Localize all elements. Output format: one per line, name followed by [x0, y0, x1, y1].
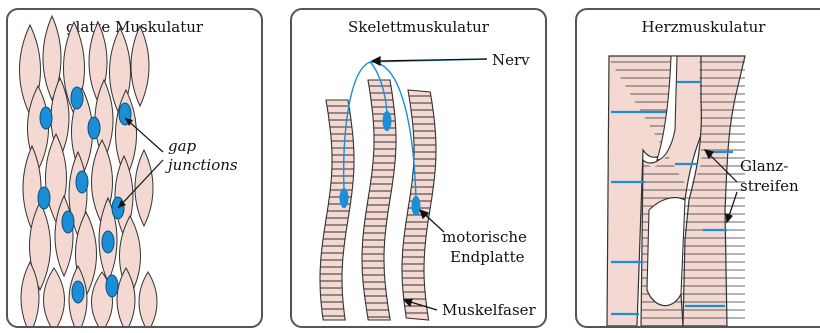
- cell-nucleus: [40, 107, 52, 129]
- cardiac-muscle-diagram: Glanz- streifen: [577, 10, 820, 328]
- cell-nucleus: [72, 281, 84, 303]
- motor-endplate-label-line2: Endplatte: [450, 248, 525, 266]
- smooth-muscle-cell: [139, 272, 157, 328]
- skeletal-muscle-diagram: Nerv motorische Endplatte Muskelfaser: [292, 10, 547, 328]
- cell-nucleus: [106, 275, 118, 297]
- skeletal-muscle-panel: Skelettmuskulatur Nerv motorische Endpla…: [290, 8, 547, 328]
- muscle-fiber: [320, 100, 354, 320]
- cardiac-muscle-panel: Herzmuskulatur Glanz- streifen: [575, 8, 820, 328]
- muscle-fiber-label: Muskelfaser: [442, 301, 537, 319]
- smooth-muscle-cell: [135, 150, 153, 226]
- gap-junctions-label-line2: junctions: [165, 156, 238, 174]
- cell-nucleus: [71, 87, 83, 109]
- smooth-muscle-cell: [131, 26, 149, 106]
- smooth-muscle-diagram: gap junctions: [8, 10, 263, 328]
- gap-junctions-label-line1: gap: [168, 137, 197, 155]
- muscle-fiber: [362, 80, 396, 320]
- cell-nucleus: [62, 211, 74, 233]
- cell-nucleus: [88, 117, 100, 139]
- tissue-gap: [647, 198, 685, 306]
- cell-nucleus: [38, 187, 50, 209]
- smooth-muscle-cell: [44, 268, 65, 328]
- intercalated-disc-label-line1: Glanz-: [740, 157, 788, 175]
- cardiac-muscle-tissue: [607, 56, 745, 326]
- smooth-muscle-panel: glatte Muskulatur gap junctions: [6, 8, 263, 328]
- intercalated-disc-label-line2: streifen: [740, 177, 799, 195]
- cell-nucleus: [102, 231, 114, 253]
- cell-nucleus: [76, 171, 88, 193]
- nerve-label: Nerv: [492, 51, 530, 69]
- motor-endplate-label-line1: motorische: [442, 228, 527, 246]
- smooth-muscle-cells: [20, 16, 158, 328]
